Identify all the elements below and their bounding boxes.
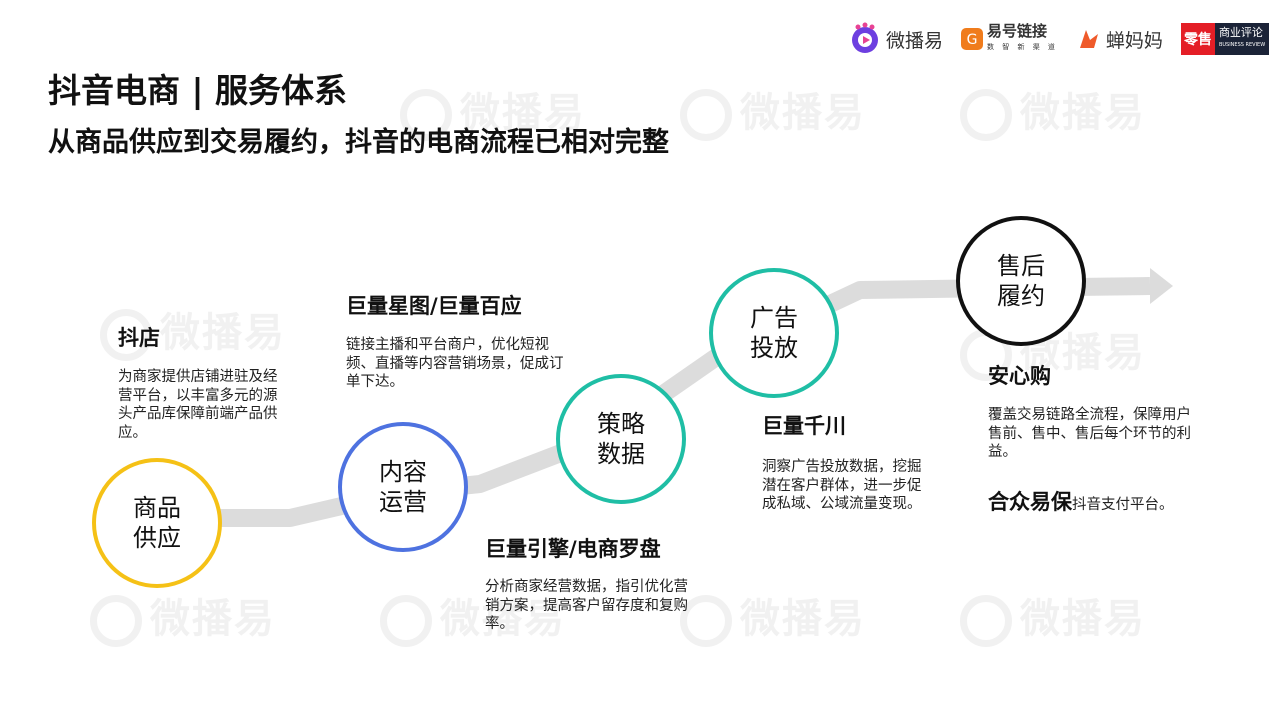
- section-hezhong-desc: 抖音支付平台。: [1072, 497, 1174, 513]
- lingshou-logo: 零售 商业评论 BUSINESS REVIEW: [1180, 23, 1270, 55]
- watermark: 微播易: [100, 300, 286, 361]
- watermark: 微播易: [680, 80, 866, 141]
- lingshou-text: 商业评论: [1218, 26, 1263, 39]
- yihao-logo: G 易号链接 数 智 新 渠 道: [961, 23, 1058, 55]
- section-anxin-desc: 覆盖交易链路全流程，保障用户售前、售中、售后每个环节的利益。: [988, 407, 1191, 460]
- node-product-supply: 商品 供应: [92, 458, 222, 588]
- chanmama-logo: 蝉妈妈: [1076, 26, 1163, 53]
- section-xingtu-title: 巨量星图/巨量百应: [346, 294, 522, 318]
- watermark: 微播易: [90, 586, 276, 647]
- node-strategy-data: 策略 数据: [556, 374, 686, 504]
- section-xingtu-desc: 链接主播和平台商户，优化短视频、直播等内容营销场景，促成订单下达。: [346, 337, 564, 390]
- page-subtitle: 从商品供应到交易履约，抖音的电商流程已相对完整: [48, 127, 669, 158]
- watermark: 微播易: [680, 586, 866, 647]
- yihao-subtext: 数 智 新 渠 道: [987, 43, 1058, 51]
- node-after-sales: 售后 履约: [956, 216, 1086, 346]
- watermark: 微播易: [380, 586, 566, 647]
- weiboyi-text: 微播易: [886, 29, 944, 52]
- weiboyi-logo: 微播易: [848, 22, 943, 56]
- svg-text:G: G: [967, 32, 978, 48]
- weiboyi-icon: [852, 22, 878, 53]
- flow-arrow-head: [1150, 268, 1173, 304]
- section-yinqing-desc: 分析商家经营数据，指引优化营销方案，提高客户留存度和复购率。: [485, 579, 688, 632]
- section-yinqing-title: 巨量引擎/电商罗盘: [485, 537, 661, 561]
- lingshou-mark: 零售: [1180, 23, 1215, 55]
- section-hezhong: 合众易保抖音支付平台。: [988, 486, 1174, 516]
- section-doudian-desc: 为商家提供店铺进驻及经营平台，以丰富多元的源头产品库保障前端产品供应。: [118, 369, 278, 441]
- watermark: 微播易: [400, 80, 586, 141]
- section-anxin-title: 安心购: [988, 364, 1051, 388]
- yihao-text: 易号链接: [987, 22, 1048, 40]
- node-content-ops: 内容 运营: [338, 422, 468, 552]
- page-title: 抖音电商 | 服务体系: [48, 71, 348, 110]
- chanmama-text: 蝉妈妈: [1105, 29, 1163, 52]
- partner-logos: 微播易 G 易号链接 数 智 新 渠 道 蝉妈妈 零售 商业评论 BUSINES…: [848, 18, 1270, 60]
- section-hezhong-title: 合众易保: [988, 490, 1072, 514]
- section-doudian-title: 抖店: [118, 326, 160, 350]
- watermark: 微播易: [960, 80, 1146, 141]
- watermark: 微播易: [960, 586, 1146, 647]
- node-ad-delivery: 广告 投放: [709, 268, 839, 398]
- section-qianchuan-title: 巨量千川: [762, 414, 846, 438]
- chanmama-icon: [1079, 30, 1098, 48]
- yihao-icon: G: [961, 28, 984, 50]
- section-qianchuan-desc: 洞察广告投放数据，挖掘潜在客户群体，进一步促成私域、公域流量变现。: [762, 459, 922, 512]
- lingshou-subtext: BUSINESS REVIEW: [1218, 42, 1266, 48]
